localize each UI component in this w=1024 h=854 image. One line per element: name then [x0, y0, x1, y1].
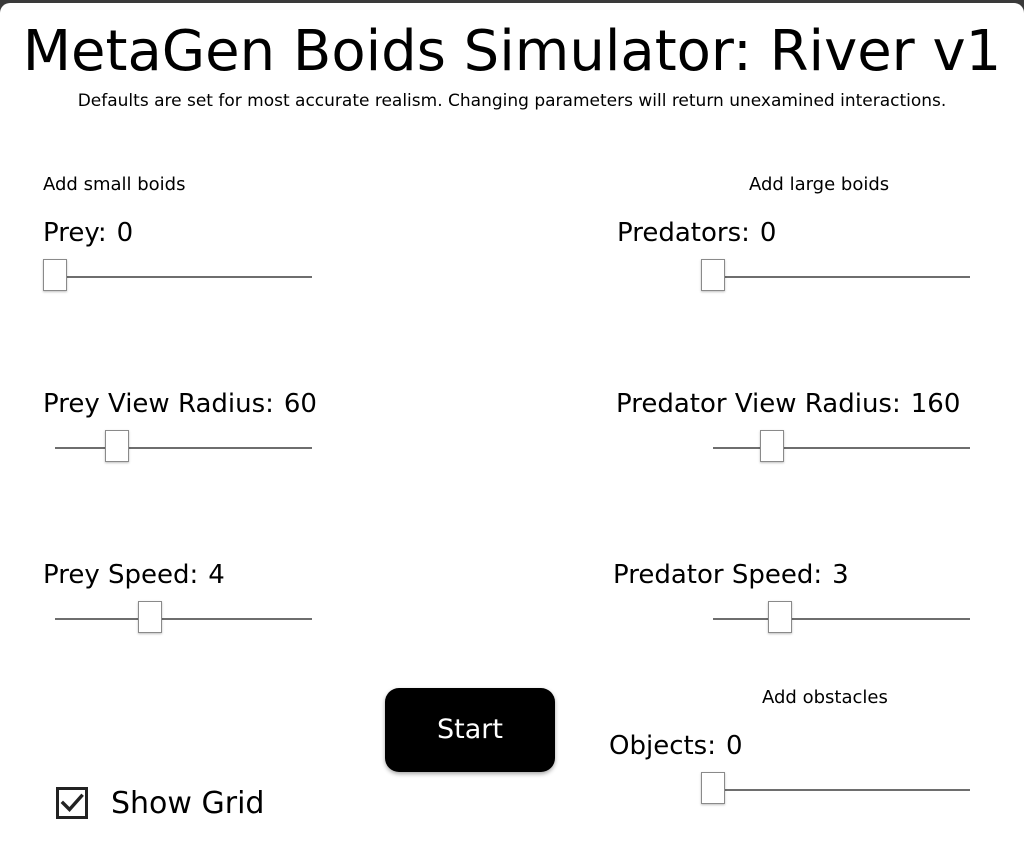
checkmark-icon: [60, 793, 84, 812]
objects-slider[interactable]: [701, 772, 970, 808]
prey-label-text: Prey:: [43, 218, 107, 248]
predator-view-radius-slider-thumb[interactable]: [760, 430, 785, 462]
objects-label: Objects: 0: [609, 729, 743, 763]
app-window: MetaGen Boids Simulator: River v1 Defaul…: [0, 3, 1024, 854]
predator-speed-label-text: Predator Speed:: [613, 560, 823, 590]
prey-slider-thumb[interactable]: [43, 259, 67, 291]
predator-speed-label: Predator Speed: 3: [613, 558, 849, 592]
predators-label-text: Predators:: [617, 218, 750, 248]
page-subtitle: Defaults are set for most accurate reali…: [77, 91, 947, 111]
predator-speed-slider[interactable]: [713, 601, 970, 637]
predator-view-radius-slider-track[interactable]: [713, 447, 970, 449]
prey-slider[interactable]: [43, 259, 312, 295]
predator-speed-slider-thumb[interactable]: [767, 601, 792, 633]
predator-view-radius-slider[interactable]: [713, 430, 970, 466]
prey-speed-label-text: Prey Speed:: [43, 560, 199, 590]
prey-view-radius-label-text: Prey View Radius:: [43, 389, 274, 419]
section-label-small-boids: Add small boids: [43, 174, 186, 195]
objects-value: 0: [725, 731, 743, 761]
prey-value: 0: [116, 218, 134, 248]
prey-label: Prey: 0: [43, 216, 133, 250]
prey-speed-label: Prey Speed: 4: [43, 558, 225, 592]
predator-speed-slider-track[interactable]: [713, 618, 970, 620]
predators-slider[interactable]: [701, 259, 970, 295]
prey-view-radius-slider-track[interactable]: [55, 447, 312, 449]
prey-speed-slider-track[interactable]: [55, 618, 312, 620]
predator-speed-value: 3: [832, 560, 849, 590]
prey-slider-track[interactable]: [55, 276, 312, 278]
predator-view-radius-value: 160: [910, 389, 961, 419]
prey-speed-value: 4: [208, 560, 225, 590]
show-grid-checkbox[interactable]: [56, 787, 88, 819]
predator-view-radius-label-text: Predator View Radius:: [616, 389, 901, 419]
show-grid-label: Show Grid: [111, 786, 265, 821]
section-label-large-boids: Add large boids: [749, 174, 890, 195]
section-label-obstacles: Add obstacles: [762, 687, 888, 708]
predators-slider-thumb[interactable]: [701, 259, 725, 291]
prey-view-radius-slider[interactable]: [55, 430, 312, 466]
objects-slider-track[interactable]: [713, 789, 970, 791]
predators-slider-track[interactable]: [713, 276, 970, 278]
prey-speed-slider-thumb[interactable]: [138, 601, 163, 633]
prey-speed-slider[interactable]: [55, 601, 312, 637]
objects-slider-thumb[interactable]: [701, 772, 725, 804]
page-title: MetaGen Boids Simulator: River v1: [22, 19, 1002, 84]
predators-value: 0: [759, 218, 777, 248]
predator-view-radius-label: Predator View Radius: 160: [616, 387, 960, 421]
prey-view-radius-slider-thumb[interactable]: [104, 430, 129, 462]
prey-view-radius-value: 60: [283, 389, 317, 419]
predators-label: Predators: 0: [617, 216, 776, 250]
prey-view-radius-label: Prey View Radius: 60: [43, 387, 317, 421]
start-button[interactable]: Start: [385, 688, 555, 772]
objects-label-text: Objects:: [609, 731, 716, 761]
